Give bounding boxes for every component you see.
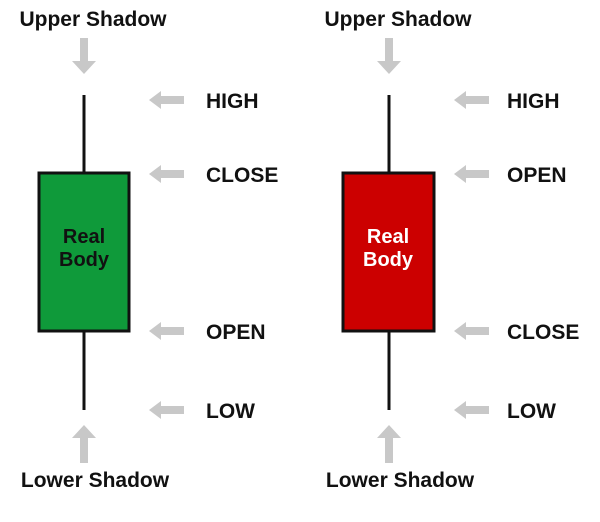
bullish-lower-shadow-label: Lower Shadow bbox=[21, 469, 170, 492]
bearish-candle: Upper Shadow Real Body Lower Shadow HIGH… bbox=[324, 8, 579, 492]
bullish-open-arrow bbox=[149, 322, 184, 340]
bearish-upper-shadow-label: Upper Shadow bbox=[324, 8, 472, 31]
bearish-lower-shadow-label: Lower Shadow bbox=[326, 469, 475, 492]
bullish-body-label-line2: Body bbox=[59, 249, 110, 271]
bullish-low-label: LOW bbox=[206, 400, 255, 423]
bearish-open-label: OPEN bbox=[507, 164, 567, 187]
bullish-upper-shadow-arrow bbox=[72, 38, 96, 74]
bearish-close-arrow bbox=[454, 322, 489, 340]
bearish-real-body bbox=[341, 171, 436, 333]
bullish-body-label-line1: Real bbox=[63, 226, 105, 248]
bearish-lower-shadow-arrow bbox=[377, 425, 401, 463]
bearish-high-arrow bbox=[454, 91, 489, 109]
bullish-close-arrow bbox=[149, 165, 184, 183]
bearish-body-label-line2: Body bbox=[363, 249, 414, 271]
bearish-body-label-line1: Real bbox=[367, 226, 409, 248]
bullish-candle: Upper Shadow Real Body Lower Shadow HIGH… bbox=[19, 8, 278, 492]
bullish-low-arrow bbox=[149, 401, 184, 419]
bullish-lower-shadow-arrow bbox=[72, 425, 96, 463]
bearish-low-label: LOW bbox=[507, 400, 556, 423]
bullish-upper-shadow-label: Upper Shadow bbox=[19, 8, 167, 31]
bullish-close-label: CLOSE bbox=[206, 164, 278, 187]
bullish-real-body bbox=[37, 171, 131, 333]
bearish-high-label: HIGH bbox=[507, 90, 560, 113]
bearish-open-arrow bbox=[454, 165, 489, 183]
bearish-low-arrow bbox=[454, 401, 489, 419]
bullish-open-label: OPEN bbox=[206, 321, 266, 344]
bullish-high-label: HIGH bbox=[206, 90, 259, 113]
bullish-high-arrow bbox=[149, 91, 184, 109]
bearish-upper-shadow-arrow bbox=[377, 38, 401, 74]
bearish-close-label: CLOSE bbox=[507, 321, 579, 344]
